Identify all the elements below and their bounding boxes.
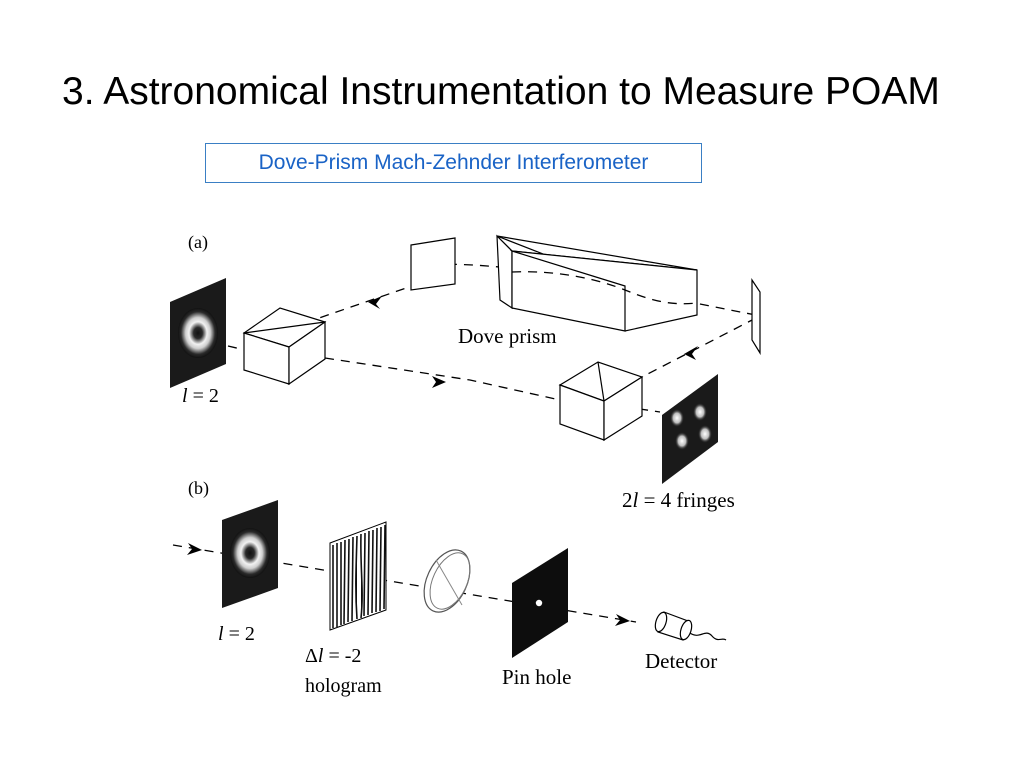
lens-icon bbox=[423, 549, 471, 613]
pinhole-label: Pin hole bbox=[502, 665, 571, 689]
pinhole-plate bbox=[512, 548, 568, 658]
beam-arrows-a bbox=[368, 296, 698, 388]
output-fringes-label: 2l = 4 fringes bbox=[622, 488, 735, 512]
subtitle-box: Dove-Prism Mach-Zehnder Interferometer bbox=[205, 143, 702, 183]
hologram-word-label: hologram bbox=[305, 675, 382, 697]
panel-b-label: (b) bbox=[188, 478, 209, 499]
detector-icon bbox=[654, 611, 727, 641]
panel-a-label: (a) bbox=[188, 232, 208, 253]
input-mode-image-b bbox=[222, 500, 278, 608]
beam-splitter-cube-1 bbox=[242, 307, 327, 386]
dove-prism bbox=[496, 234, 698, 332]
dove-prism-label: Dove prism bbox=[458, 324, 557, 348]
input-mode-image-a bbox=[170, 278, 226, 388]
input-mode-label-b: l = 2 bbox=[218, 623, 255, 645]
mirror-right bbox=[751, 278, 761, 356]
detector-label: Detector bbox=[645, 649, 717, 673]
output-fringes-image bbox=[662, 374, 718, 484]
subtitle-text: Dove-Prism Mach-Zehnder Interferometer bbox=[258, 151, 649, 174]
slide-title: 3. Astronomical Instrumentation to Measu… bbox=[62, 70, 940, 113]
mirror-top bbox=[410, 237, 456, 291]
hologram-delta-label: Δl = -2 bbox=[305, 645, 361, 667]
hologram-grating bbox=[329, 521, 387, 631]
beam-splitter-cube-2 bbox=[558, 361, 644, 442]
input-mode-label-a: l = 2 bbox=[182, 385, 219, 407]
